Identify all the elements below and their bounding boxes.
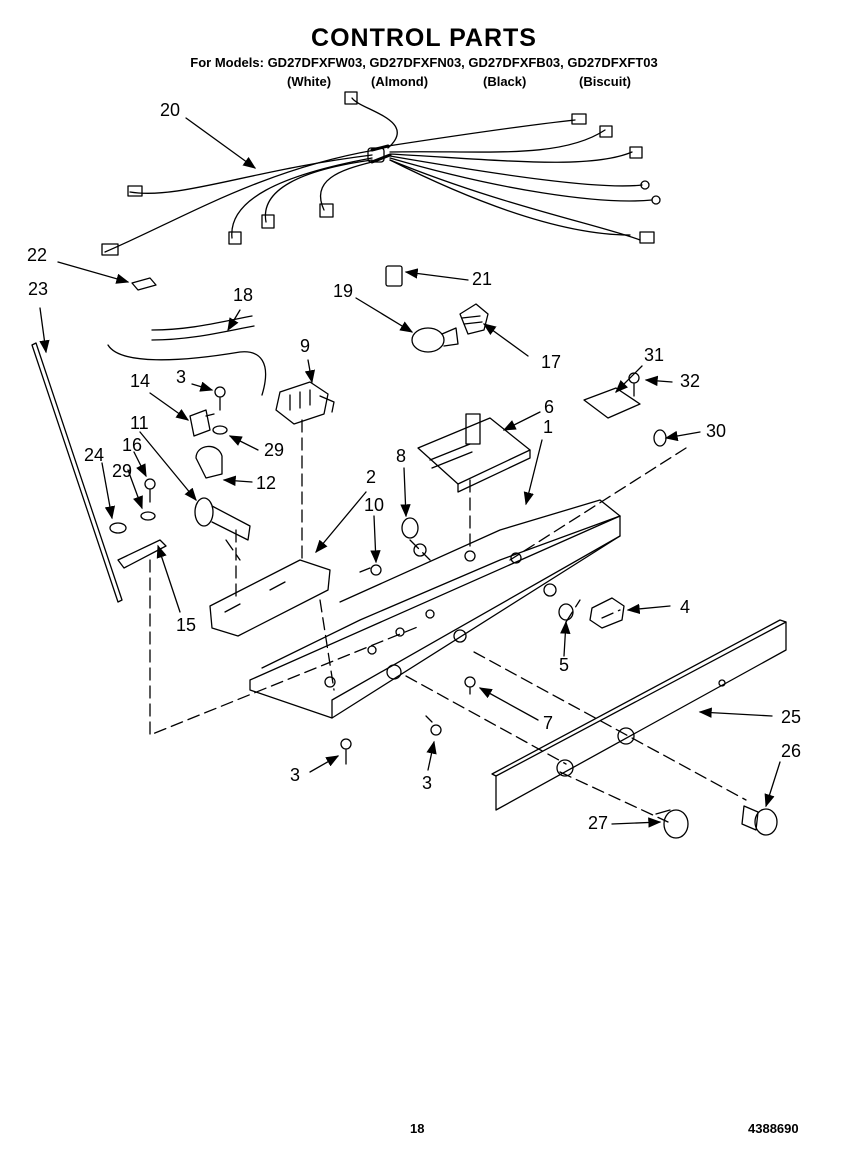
- callout-7: 7: [543, 713, 554, 733]
- control-housing-1: [249, 499, 621, 719]
- page-number: 18: [410, 1121, 425, 1136]
- grommet-30: [653, 429, 667, 447]
- bracket-14: [189, 409, 215, 437]
- bracket-15: [117, 539, 167, 569]
- switch-4: [589, 597, 625, 629]
- callout-21: 21: [472, 269, 493, 289]
- callout-19: 19: [333, 281, 354, 301]
- callout-4: 4: [680, 597, 691, 617]
- knob-shaft-11: [194, 497, 251, 541]
- tube-18: [151, 315, 255, 341]
- washer-29-upper: [212, 425, 228, 435]
- assembly-lines: [149, 419, 747, 823]
- callout-24: 24: [84, 445, 105, 465]
- screw-32: [628, 372, 640, 397]
- bracket-12: [195, 445, 223, 479]
- callout-15: 15: [176, 615, 197, 635]
- callout-25: 25: [781, 707, 802, 727]
- callout-8: 8: [396, 446, 407, 466]
- callout-5: 5: [559, 655, 570, 675]
- callout-17: 17: [541, 352, 562, 372]
- washer-29-lower: [140, 511, 156, 521]
- callout-27: 27: [588, 813, 609, 833]
- knob-27: [655, 809, 689, 839]
- callout-3-bottom-left: 3: [290, 765, 301, 785]
- screw-3-bottom: [425, 715, 442, 736]
- color-white: (White): [287, 74, 332, 89]
- callout-2: 2: [366, 467, 377, 487]
- screw-7: [464, 676, 476, 695]
- callout-29-lower: 29: [112, 461, 133, 481]
- callout-20: 20: [160, 100, 181, 120]
- color-black: (Black): [483, 74, 527, 89]
- callout-12: 12: [256, 473, 277, 493]
- thermostat-9: [275, 381, 335, 425]
- screw-16: [144, 478, 156, 503]
- grommet-8: [401, 517, 419, 539]
- document-number: 4388690: [748, 1121, 799, 1136]
- color-almond: (Almond): [371, 74, 429, 89]
- washer-24: [109, 522, 127, 534]
- callout-3-upper: 3: [176, 367, 187, 387]
- callout-22: 22: [27, 245, 48, 265]
- capillary-18: [107, 344, 267, 396]
- screw-3-bottom-left: [340, 738, 352, 765]
- callout-10: 10: [364, 495, 385, 515]
- knob-26: [741, 805, 778, 836]
- page-title: CONTROL PARTS: [311, 24, 537, 52]
- callout-16: 16: [122, 435, 143, 455]
- callout-18: 18: [233, 285, 254, 305]
- screw-10: [359, 564, 382, 576]
- callout-3-bottom: 3: [422, 773, 433, 793]
- plate-2: [209, 559, 331, 637]
- callout-31: 31: [644, 345, 665, 365]
- callout-32: 32: [680, 371, 701, 391]
- switch-31: [583, 387, 641, 419]
- model-list: For Models: GD27DFXFW03, GD27DFXFN03, GD…: [190, 55, 658, 70]
- button-5: [558, 603, 574, 621]
- screw-3-upper: [214, 386, 226, 411]
- callout-23: 23: [28, 279, 49, 299]
- leader-arrows: [39, 117, 781, 828]
- light-bulb-19: [411, 327, 459, 353]
- callout-9: 9: [300, 336, 311, 356]
- callout-14: 14: [130, 371, 151, 391]
- clip-21: [385, 265, 403, 287]
- callout-11: 11: [130, 413, 149, 433]
- callout-1: 1: [543, 417, 554, 437]
- callout-6: 6: [544, 397, 555, 417]
- color-biscuit: (Biscuit): [579, 74, 631, 89]
- socket-17: [459, 303, 489, 335]
- front-panel-25: [491, 619, 787, 811]
- callout-26: 26: [781, 741, 802, 761]
- clip-22: [131, 277, 157, 291]
- callout-30: 30: [706, 421, 727, 441]
- callout-29-upper: 29: [264, 440, 285, 460]
- rod-23: [31, 342, 123, 603]
- wire-harness: [101, 91, 661, 256]
- control-board-6: [417, 413, 531, 493]
